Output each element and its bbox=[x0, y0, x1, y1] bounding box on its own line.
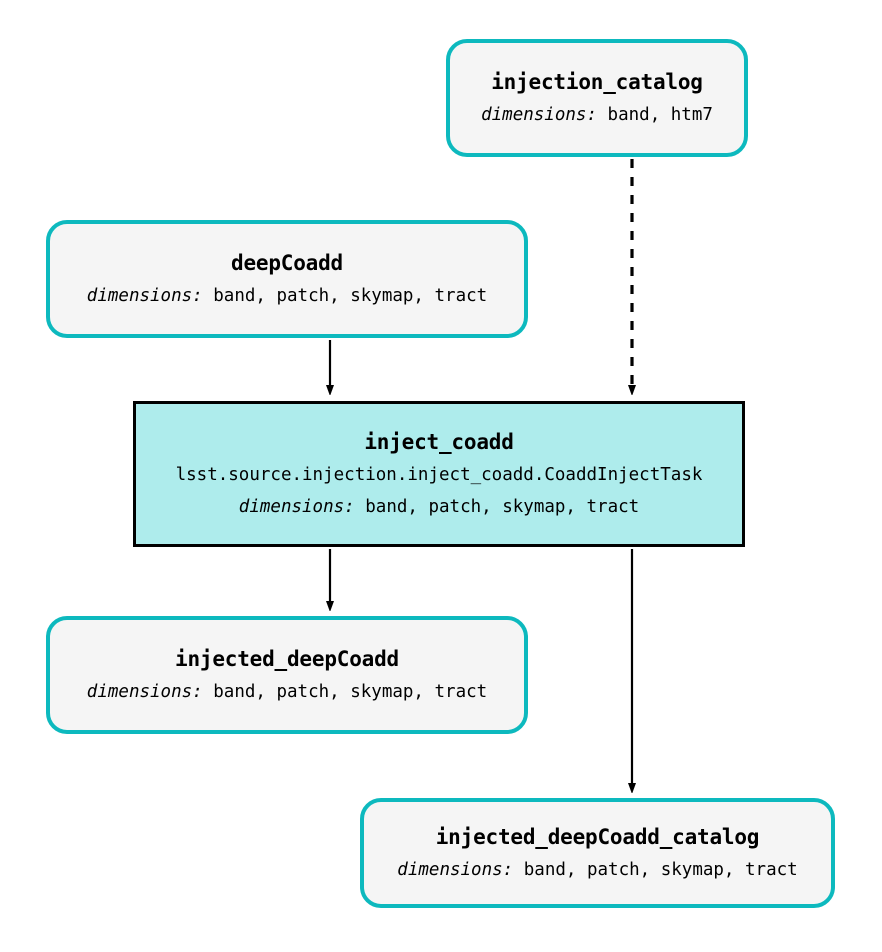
dimensions-values: band, patch, skymap, tract bbox=[523, 859, 798, 880]
node-dimensions: dimensions: band, patch, skymap, tract bbox=[397, 859, 798, 880]
dimensions-values: band, patch, skymap, tract bbox=[213, 285, 488, 306]
dataset-node-injected-deepcoadd[interactable]: injected_deepCoadd dimensions: band, pat… bbox=[46, 616, 528, 734]
dataset-node-injected-deepcoadd-catalog[interactable]: injected_deepCoadd_catalog dimensions: b… bbox=[360, 798, 835, 908]
task-node-inject-coadd[interactable]: inject_coadd lsst.source.injection.injec… bbox=[133, 401, 745, 547]
node-title: deepCoadd bbox=[231, 250, 343, 275]
dataset-node-injection-catalog[interactable]: injection_catalog dimensions: band, htm7 bbox=[446, 39, 748, 157]
node-dimensions: dimensions: band, patch, skymap, tract bbox=[86, 681, 488, 702]
node-dimensions: dimensions: band, patch, skymap, tract bbox=[86, 285, 488, 306]
dimensions-label: dimensions: bbox=[397, 859, 514, 880]
node-title: injection_catalog bbox=[491, 69, 703, 94]
dimensions-label: dimensions: bbox=[86, 285, 203, 306]
node-title: inject_coadd bbox=[364, 430, 514, 455]
node-dimensions: dimensions: band, htm7 bbox=[481, 104, 713, 125]
dimensions-label: dimensions: bbox=[238, 496, 355, 517]
task-class-path: lsst.source.injection.inject_coadd.Coadd… bbox=[175, 465, 703, 486]
dimensions-label: dimensions: bbox=[86, 681, 203, 702]
node-title: injected_deepCoadd bbox=[175, 646, 399, 671]
dataset-node-deepcoadd[interactable]: deepCoadd dimensions: band, patch, skyma… bbox=[46, 220, 528, 338]
dimensions-label: dimensions: bbox=[481, 104, 597, 125]
dimensions-values: band, patch, skymap, tract bbox=[365, 496, 640, 517]
dimensions-values: band, htm7 bbox=[607, 104, 713, 125]
node-dimensions: dimensions: band, patch, skymap, tract bbox=[238, 496, 640, 517]
dimensions-values: band, patch, skymap, tract bbox=[213, 681, 488, 702]
node-title: injected_deepCoadd_catalog bbox=[435, 824, 760, 849]
